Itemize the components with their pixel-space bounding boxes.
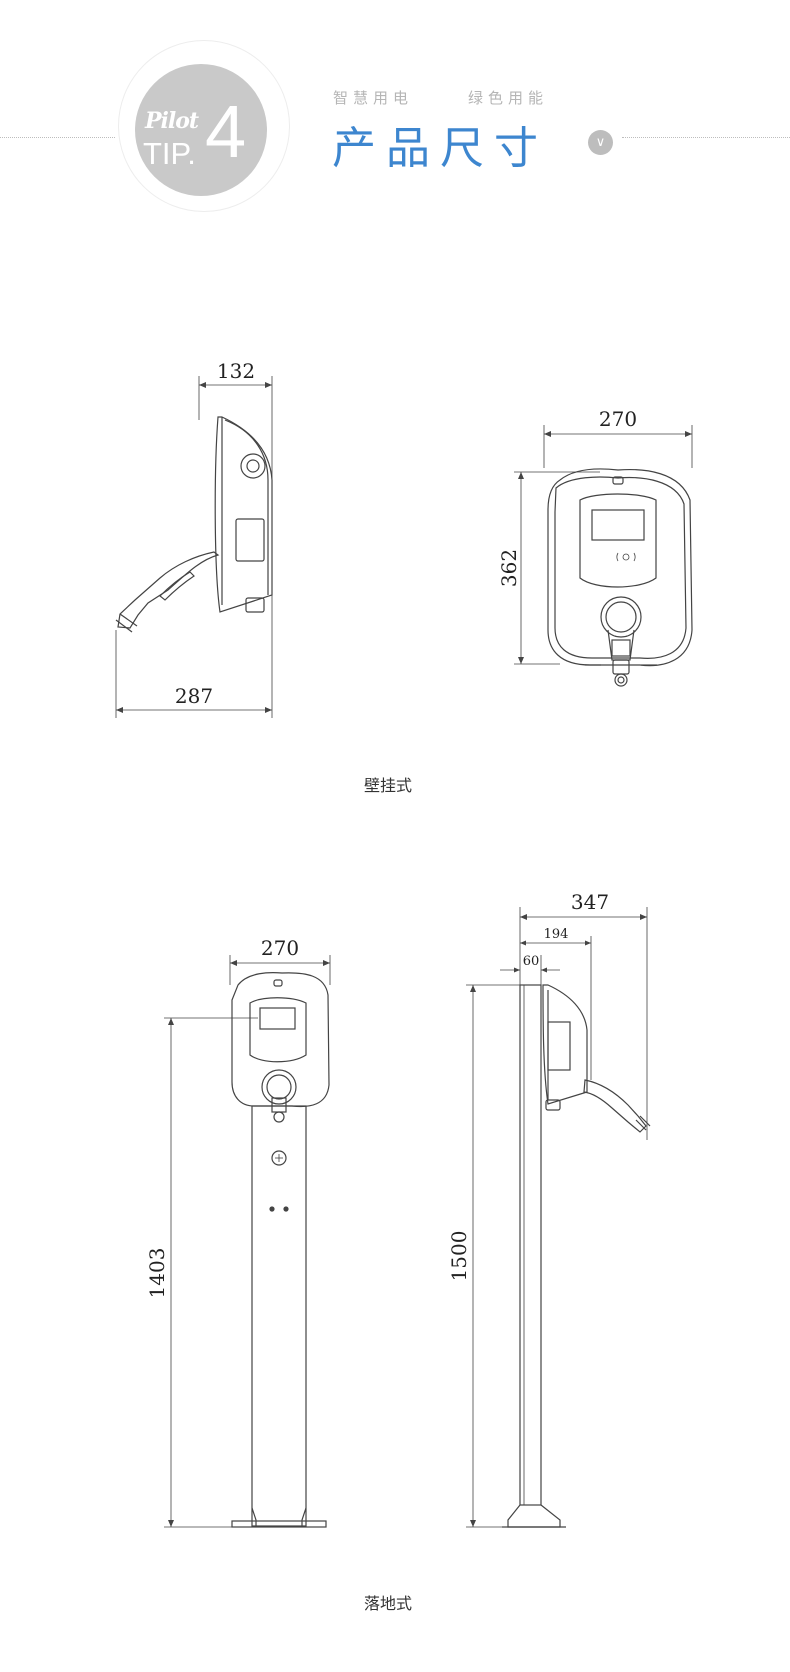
wall-side-view (115, 376, 273, 718)
wall-mount-caption: 壁挂式 (364, 776, 413, 795)
subtitle-right: 绿色用能 (468, 89, 549, 107)
wall-front-height-label: 362 (497, 549, 521, 587)
wall-side-width-label: 132 (217, 359, 255, 383)
floor-front-view (164, 955, 331, 1528)
badge-brand: Pilot (145, 108, 199, 134)
floor-mount-caption: 落地式 (364, 1594, 413, 1613)
subtitle-left: 智慧用电 (333, 89, 414, 107)
header-divider-right (622, 137, 790, 138)
floor-side-depth-60-label: 60 (523, 954, 540, 969)
floor-side-depth-194-label: 194 (544, 927, 569, 942)
chevron-down-icon: ∨ (588, 130, 613, 155)
floor-front-width-label: 270 (261, 936, 299, 960)
badge-number: 4 (205, 90, 247, 173)
floor-side-height-label: 1500 (447, 1231, 471, 1282)
wall-front-width-label: 270 (599, 407, 637, 431)
wall-side-length-label: 287 (175, 684, 213, 708)
header-divider-left (0, 137, 115, 138)
wall-front-view (514, 425, 693, 687)
badge-ring (118, 40, 290, 212)
tip-badge: Pilot TIP. 4 (135, 64, 267, 196)
page-title: 产品尺寸 (332, 123, 548, 174)
floor-side-depth-label: 347 (571, 890, 609, 914)
floor-front-height-label: 1403 (145, 1248, 169, 1299)
floor-side-view (466, 907, 651, 1528)
badge-tip: TIP. (143, 136, 196, 171)
